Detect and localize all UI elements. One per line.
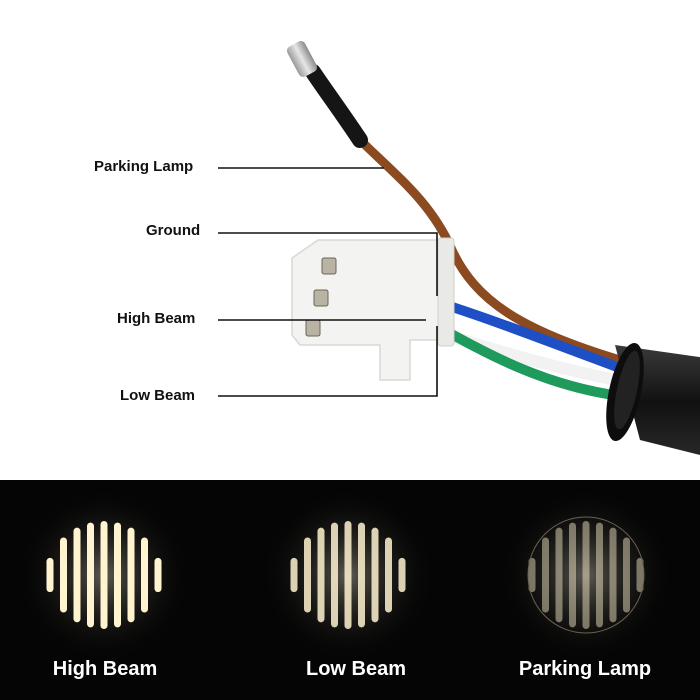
lamp-slat xyxy=(555,527,563,623)
lamp-slat xyxy=(304,537,311,613)
lamp-slat xyxy=(46,557,54,593)
lamp-slat xyxy=(317,527,325,623)
connector-pin-ground xyxy=(321,257,337,275)
low-beam-lamp xyxy=(260,487,436,663)
lamp-slat xyxy=(127,527,135,623)
lamp-glow xyxy=(498,487,674,663)
lamp-slat xyxy=(290,557,298,593)
lamp-slat xyxy=(114,522,121,628)
bullet-terminal xyxy=(286,41,318,77)
lamp-slat xyxy=(73,527,81,623)
heat-shrink-sleeve xyxy=(305,64,368,148)
lamp-slat xyxy=(371,527,379,623)
label-parking-lamp: Parking Lamp xyxy=(94,158,194,175)
parking-lamp-lamp xyxy=(498,487,674,663)
caption-parking-lamp: Parking Lamp xyxy=(518,658,652,680)
lamp-slat xyxy=(60,537,67,613)
leader-line-ground xyxy=(218,232,438,296)
caption-low-beam: Low Beam xyxy=(305,658,407,680)
lamp-slat xyxy=(596,522,603,628)
lamp-slat xyxy=(569,522,576,628)
lamp-demo-strip xyxy=(0,480,700,700)
wiring-illustration xyxy=(218,41,700,455)
high-beam-lamp xyxy=(16,487,192,663)
lamp-slat xyxy=(609,527,617,623)
lamp-slat xyxy=(398,557,406,593)
lamp-slat xyxy=(331,522,338,628)
connector-pin-low-beam xyxy=(305,319,321,337)
lamp-slat xyxy=(344,521,352,629)
lamp-rim xyxy=(527,516,645,634)
lamp-slat xyxy=(141,537,148,613)
lamp-slat xyxy=(358,522,365,628)
lamp-slat xyxy=(87,522,94,628)
label-low-beam: Low Beam xyxy=(120,387,196,404)
connector-pin-high-beam xyxy=(313,289,329,307)
caption-high-beam: High Beam xyxy=(52,658,158,680)
lamp-slat xyxy=(385,537,392,613)
leader-line-low-beam xyxy=(218,326,438,397)
lamp-slat xyxy=(582,521,590,629)
cable-sheath xyxy=(606,342,700,455)
lamp-slat xyxy=(100,521,108,629)
lamp-slat xyxy=(542,537,549,613)
lamp-slat xyxy=(528,557,536,593)
lamp-slat xyxy=(154,557,162,593)
three-pin-connector xyxy=(291,237,455,381)
label-ground: Ground xyxy=(146,222,201,239)
lamp-slat xyxy=(636,557,644,593)
lamp-slat xyxy=(623,537,630,613)
label-high-beam: High Beam xyxy=(117,310,196,327)
